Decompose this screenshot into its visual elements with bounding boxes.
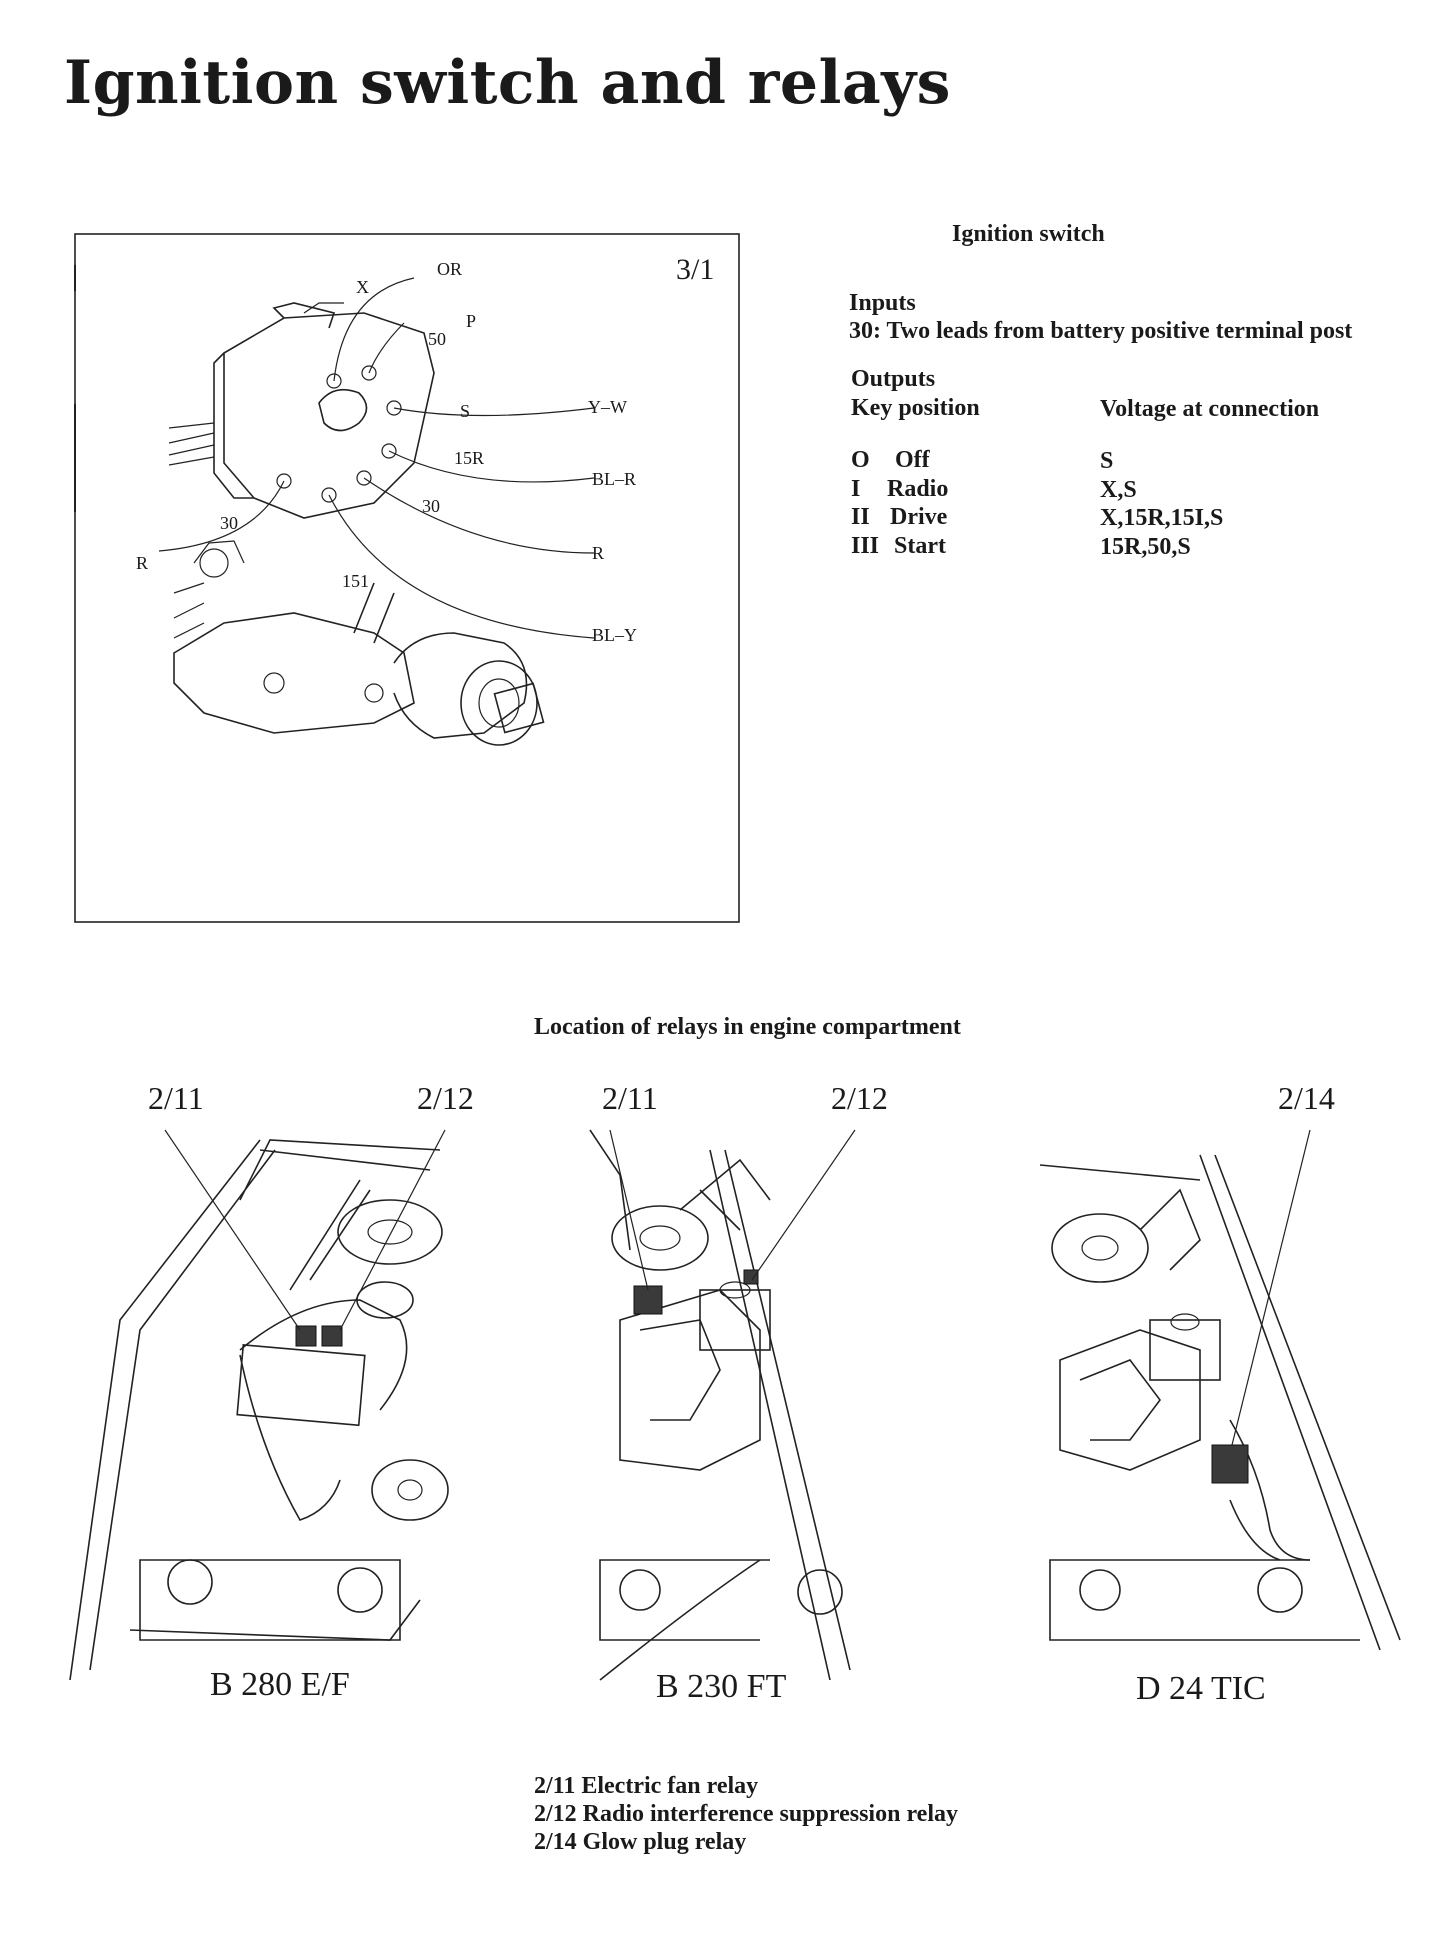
key-row-voltage: X,S <box>1100 477 1137 503</box>
terminal-label: P <box>466 311 477 331</box>
legend-item: 2/14 Glow plug relay <box>534 1829 747 1855</box>
key-row-name: Start <box>894 533 946 559</box>
key-row-name: Radio <box>887 476 949 502</box>
terminal-label: 15R <box>454 448 485 468</box>
panel-b280-drawing <box>69 1129 449 1681</box>
key-row-name: Drive <box>890 504 948 530</box>
relays-heading: Location of relays in engine compartment <box>534 1014 961 1040</box>
key-row-name: Off <box>895 447 930 473</box>
key-row-num: I <box>851 476 861 502</box>
legend-item: 2/12 Radio interference suppression rela… <box>534 1801 958 1827</box>
terminal-label: OR <box>437 259 463 279</box>
panel-caption: B 230 FT <box>656 1668 787 1705</box>
ignition-switch-heading: Ignition switch <box>952 221 1105 247</box>
panel-d24-drawing <box>1039 1129 1401 1651</box>
terminal-label: 151 <box>342 571 369 591</box>
key-row-num: III <box>851 533 880 559</box>
page-title: Ignition switch and relays <box>64 48 951 118</box>
relay-ref-label: 2/12 <box>831 1080 888 1116</box>
relay-ref-label: 2/11 <box>602 1080 658 1116</box>
margin-mark <box>74 404 76 512</box>
terminal-label: S <box>460 401 471 421</box>
wire-color-label: BL–Y <box>592 625 637 645</box>
key-row-voltage: X,15R,15I,S <box>1100 505 1224 531</box>
inputs-heading: Inputs <box>849 290 916 316</box>
terminal-label: 30 <box>220 513 238 533</box>
ignition-switch-drawing <box>74 233 740 923</box>
key-row-num: II <box>851 504 870 530</box>
terminal-label: 50 <box>428 329 446 349</box>
inputs-line: 30: Two leads from battery positive term… <box>849 318 1353 344</box>
ignition-switch-diagram: 3/1 X OR 50 P S Y–W 15R BL–R 30 30 R R 1… <box>74 233 740 923</box>
wire-color-label: BL–R <box>592 469 637 489</box>
panel-caption: B 280 E/F <box>210 1666 350 1703</box>
legend-item: 2/11 Electric fan relay <box>534 1773 759 1799</box>
relay-ref-label: 2/14 <box>1278 1080 1335 1116</box>
margin-mark <box>74 265 76 291</box>
col-key-position: Key position <box>851 395 980 421</box>
wire-color-label: R <box>136 553 149 573</box>
terminal-label: 30 <box>422 496 440 516</box>
panel-caption: D 24 TIC <box>1136 1670 1266 1707</box>
wire-color-label: Y–W <box>588 397 627 417</box>
relay-ref-label: 2/12 <box>417 1080 474 1116</box>
key-row-num: O <box>851 447 870 473</box>
terminal-label: X <box>356 277 369 297</box>
key-row-voltage: 15R,50,S <box>1100 534 1191 560</box>
relay-ref-label: 2/11 <box>148 1080 204 1116</box>
key-row-voltage: S <box>1100 448 1114 474</box>
wire-color-label: R <box>592 543 605 563</box>
diagram-ref: 3/1 <box>676 253 715 286</box>
panel-b230-drawing <box>589 1129 856 1681</box>
col-voltage: Voltage at connection <box>1100 396 1320 422</box>
outputs-heading: Outputs <box>851 366 936 392</box>
